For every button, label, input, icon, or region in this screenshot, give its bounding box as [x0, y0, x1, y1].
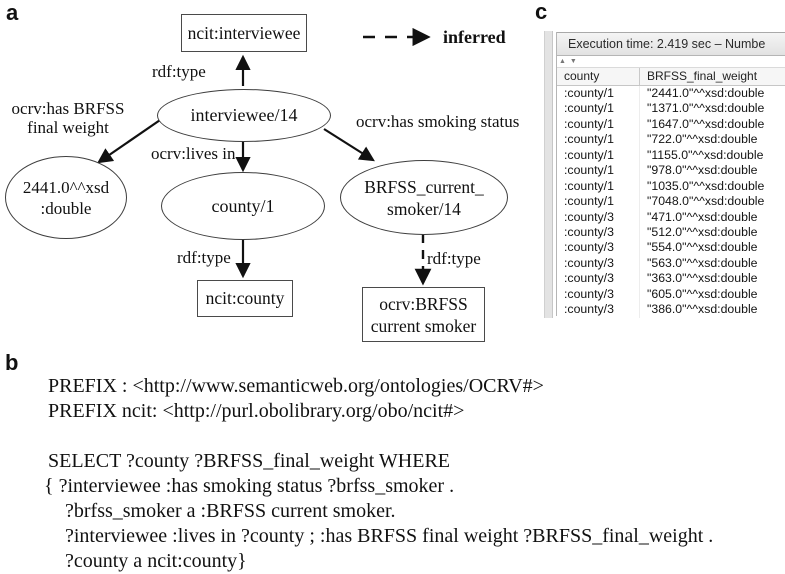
edge-label-rdftype-top: rdf:type [152, 62, 206, 81]
panel-b-label: b [5, 350, 19, 375]
panel-a-label: a [6, 0, 19, 25]
cell-weight: "563.0"^^xsd:double [639, 255, 785, 272]
table-row[interactable]: :county/3 "563.0"^^xsd:double [557, 255, 785, 272]
cell-county: :county/1 [564, 101, 614, 116]
cell-weight: "2441.0"^^xsd:double [639, 86, 785, 102]
table-row[interactable]: :county/1 "1371.0"^^xsd:double [557, 101, 785, 117]
column-header-brfss-final-weight[interactable]: BRFSS_final_weight [639, 68, 785, 85]
cell-county: :county/1 [564, 194, 614, 209]
results-body: :county/1 "2441.0"^^xsd:double :county/1 "… [557, 86, 785, 318]
sparql-line-lives-weight: ?interviewee :lives in ?county ; :has BR… [65, 525, 714, 547]
cell-county: :county/1 [564, 147, 614, 162]
node-interviewee-14: interviewee/14 [157, 89, 331, 142]
cell-county: :county/3 [564, 209, 614, 224]
table-row[interactable]: :county/3 "554.0"^^xsd:double [557, 240, 785, 256]
cell-weight: "1371.0"^^xsd:double [639, 101, 785, 117]
table-row[interactable]: :county/1 "722.0"^^xsd:double [557, 132, 785, 148]
node-ncit-interviewee: ncit:interviewee [181, 14, 307, 52]
edge-label-lives-in: ocrv:lives in [151, 144, 236, 163]
sparql-line-prefix-ncit: PREFIX ncit: <http://purl.obolibrary.org… [48, 400, 465, 422]
execution-status-bar: Execution time: 2.419 sec – Numbe [557, 32, 785, 56]
cell-county: :county/3 [564, 224, 614, 239]
cell-weight: "978.0"^^xsd:double [639, 163, 785, 179]
cell-county: :county/3 [564, 286, 614, 301]
node-brfss-current-smoker-14: BRFSS_current_ smoker/14 [340, 160, 508, 235]
sparql-line-where-open: { ?interviewee :has smoking status ?brfs… [44, 475, 455, 497]
edge-has-brfss-final-weight [97, 117, 164, 164]
table-row[interactable]: :county/1 "978.0"^^xsd:double [557, 163, 785, 179]
table-row[interactable]: :county/3 "363.0"^^xsd:double [557, 271, 785, 287]
table-row[interactable]: :county/3 "471.0"^^xsd:double [557, 209, 785, 225]
table-row[interactable]: :county/1 "2441.0"^^xsd:double [557, 86, 785, 102]
edge-label-rdftype-county: rdf:type [177, 248, 231, 267]
edge-has-smoking-status [323, 128, 375, 162]
table-row[interactable]: :county/1 "1035.0"^^xsd:double [557, 178, 785, 195]
table-row[interactable]: :county/1 "1647.0"^^xsd:double [557, 116, 785, 133]
cell-weight: "471.0"^^xsd:double [639, 209, 785, 225]
cell-weight: "1155.0"^^xsd:double [639, 147, 785, 164]
sort-controls: ▲ ▼ [557, 56, 785, 67]
panel-c-label: c [535, 0, 548, 24]
node-ocrv-brfss-current-smoker: ocrv:BRFSS current smoker [362, 287, 485, 342]
edge-label-rdftype-smoker: rdf:type [427, 249, 481, 268]
sort-asc-icon[interactable]: ▲ [559, 58, 567, 65]
cell-county: :county/3 [564, 240, 614, 255]
cell-county: :county/3 [564, 271, 614, 286]
cell-county: :county/1 [564, 178, 614, 193]
table-row[interactable]: :county/3 "605.0"^^xsd:double [557, 286, 785, 303]
cell-weight: "605.0"^^xsd:double [639, 286, 785, 303]
table-row[interactable]: :county/3 "386.0"^^xsd:double [557, 302, 785, 318]
sparql-line-select: SELECT ?county ?BRFSS_final_weight WHERE [48, 450, 451, 472]
edge-label-has-brfss-final-weight: ocrv:has BRFSS final weight [11, 99, 125, 137]
table-row[interactable]: :county/1 "7048.0"^^xsd:double [557, 194, 785, 210]
column-header-county[interactable]: county [564, 69, 600, 83]
sort-desc-icon[interactable]: ▼ [569, 58, 578, 65]
sparql-query-block: PREFIX : <http://www.semanticweb.org/ont… [44, 374, 713, 574]
sparql-line-county-type: ?county a ncit:county} [65, 550, 247, 572]
sparql-line-prefix-ocrv: PREFIX : <http://www.semanticweb.org/ont… [48, 375, 544, 397]
sparql-line-smoker-type: ?brfss_smoker a :BRFSS current smoker. [65, 500, 396, 522]
cell-county: :county/1 [564, 116, 614, 131]
table-row[interactable]: :county/3 "512.0"^^xsd:double [557, 224, 785, 241]
node-weight-literal: 2441.0^^xsd :double [5, 156, 127, 239]
legend-inferred-label: inferred [443, 27, 506, 47]
cell-weight: "363.0"^^xsd:double [639, 271, 785, 287]
window-edge-strip [544, 31, 553, 318]
cell-weight: "1035.0"^^xsd:double [639, 178, 785, 195]
node-ncit-county: ncit:county [197, 280, 293, 317]
sparql-line-blank [44, 424, 713, 449]
cell-weight: "1647.0"^^xsd:double [639, 116, 785, 133]
cell-county: :county/3 [564, 255, 614, 270]
cell-county: :county/1 [564, 132, 614, 147]
table-row[interactable]: :county/1 "1155.0"^^xsd:double [557, 147, 785, 164]
cell-weight: "554.0"^^xsd:double [639, 240, 785, 256]
cell-county: :county/3 [564, 302, 614, 317]
edge-label-has-smoking-status: ocrv:has smoking status [356, 112, 520, 131]
node-county-1: county/1 [161, 172, 325, 240]
cell-county: :county/1 [564, 163, 614, 178]
results-header-row: county BRFSS_final_weight [557, 67, 785, 86]
cell-weight: "7048.0"^^xsd:double [639, 194, 785, 210]
cell-county: :county/1 [564, 86, 614, 100]
query-results-window: Execution time: 2.419 sec – Numbe ▲ ▼ co… [556, 32, 785, 318]
cell-weight: "512.0"^^xsd:double [639, 224, 785, 241]
cell-weight: "722.0"^^xsd:double [639, 132, 785, 148]
cell-weight: "386.0"^^xsd:double [639, 302, 785, 318]
